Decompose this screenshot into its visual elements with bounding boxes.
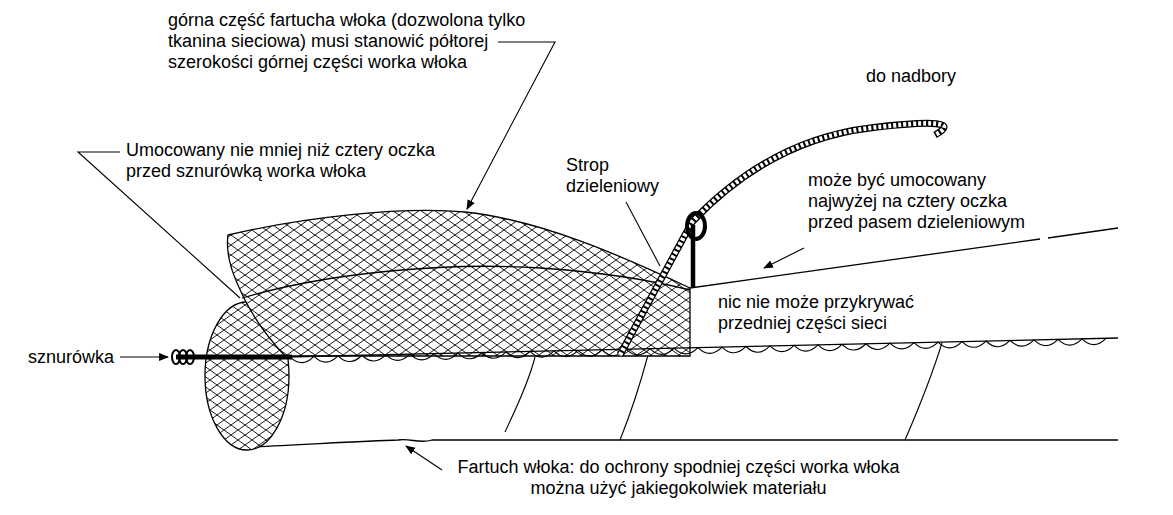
lacing-label: sznurówka [28,347,114,368]
apron-seam [620,355,648,440]
apron-note: Fartuch włoka: do ochrony spodniej częśc… [446,457,911,499]
attachment-note: Umocowany nie mniej niż cztery oczka prz… [126,140,451,182]
strop-label: Strop dzieleniowy [566,155,666,197]
mesh-edge [290,338,1106,362]
codend-top [242,266,690,298]
strop-rope-twist [620,123,944,355]
upper-apron-netting [227,210,690,356]
leader-line [626,202,660,266]
net-top-line [690,228,1118,288]
attachment-note: może być umocowany najwyżej na cztery oc… [808,170,1036,233]
strop-loop [687,213,705,239]
apron-bottom [250,440,1118,447]
strop-rope [620,123,944,355]
leader-line [406,446,442,470]
lacing-coil [186,350,194,364]
front-net-note: nic nie może przykrywać przedniej części… [718,292,933,334]
apron-seam [905,343,942,440]
apron-top-note: górna część fartucha włoka (dozwolona ty… [168,10,543,73]
rope-label: do nadbory [866,66,956,87]
leader-line [764,248,804,268]
leader-line [120,356,168,357]
apron-seam [505,357,535,432]
leader-line [467,42,555,209]
